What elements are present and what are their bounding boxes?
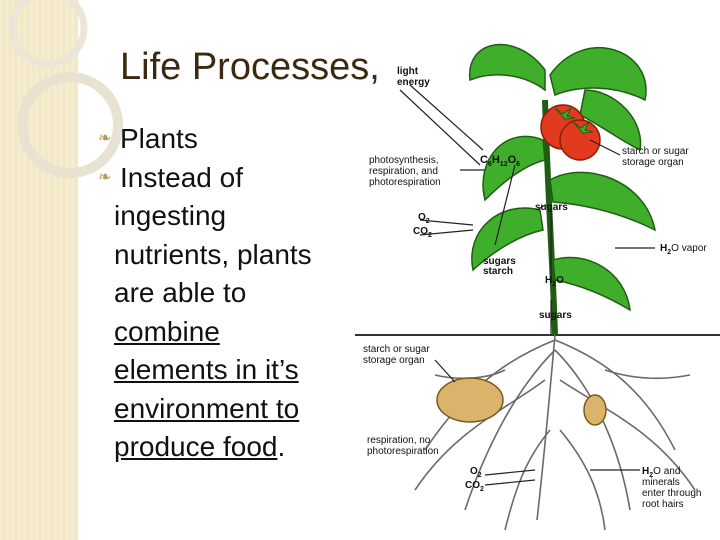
- link-environment[interactable]: environment to: [114, 392, 300, 424]
- co2-arrow: [419, 229, 474, 236]
- label-h2o-minerals: H2O and minerals enter through root hair…: [642, 466, 704, 510]
- potato-icon: [436, 377, 504, 423]
- leaves-icon: [469, 43, 657, 312]
- roots-icon: [414, 334, 696, 531]
- sugars-down-arrow: [494, 164, 516, 246]
- bullet-list: ❧ Plants ❧ Instead of ingesting nutrient…: [98, 120, 358, 467]
- label-co2-bottom: CO2: [465, 480, 484, 493]
- slide-title: Life Processes,: [120, 46, 380, 88]
- light-arrow-1: [409, 84, 484, 151]
- decorative-sidebar: [0, 0, 78, 540]
- tomatoes-icon: [540, 104, 601, 161]
- arrows: [399, 84, 655, 486]
- light-arrow-2: [399, 89, 481, 166]
- bullet-icon: ❧: [98, 130, 112, 147]
- storage-top-arrow: [589, 139, 621, 156]
- link-combine[interactable]: combine: [114, 315, 220, 347]
- link-elements[interactable]: elements in it’s: [114, 354, 299, 385]
- co2-bottom-arrow: [484, 479, 536, 486]
- o2-arrow: [419, 219, 474, 226]
- o2-bottom-arrow: [484, 469, 536, 476]
- link-produce-food[interactable]: produce food: [114, 431, 278, 462]
- label-glucose-formula: C6H12O6: [480, 154, 520, 168]
- bullet-icon: ❧: [98, 168, 112, 186]
- label-co2-top: CO2: [413, 226, 432, 239]
- sugars-arrow: [536, 204, 546, 211]
- label-sugars-lower: sugars: [539, 310, 572, 321]
- label-o2-bottom: O2: [470, 466, 482, 479]
- storage-root-arrow: [434, 359, 456, 383]
- bullet-plants: ❧ Plants: [98, 120, 358, 159]
- small-potato-icon: [583, 394, 607, 426]
- label-o2-top: O2: [418, 212, 430, 225]
- label-sugars-upper: sugars: [535, 202, 568, 213]
- label-h2o-stem: H2O: [545, 275, 564, 288]
- bullet-instead: ❧ Instead of: [98, 159, 358, 198]
- label-h2o-vapor: H2O vapor: [660, 243, 707, 256]
- bullet-body: ingesting nutrients, plants are able to …: [98, 197, 358, 467]
